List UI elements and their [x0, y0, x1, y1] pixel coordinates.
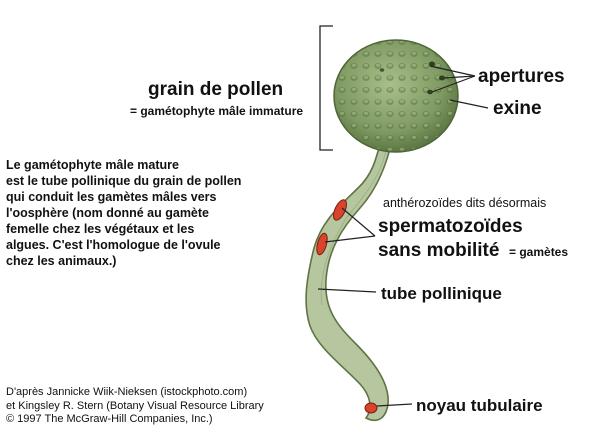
label-apertures: apertures [478, 66, 565, 87]
label-exine: exine [493, 98, 542, 119]
aperture-1 [429, 61, 435, 67]
description-text: Le gamétophyte mâle mature est le tube p… [6, 158, 242, 268]
label-tube-pollinique: tube pollinique [381, 284, 502, 303]
aperture-2 [439, 75, 445, 81]
label-antherozoides: anthérozoïdes dits désormais [383, 196, 547, 210]
grain-bracket [319, 25, 333, 151]
label-gametophyte-immature: = gamétophyte mâle immature [130, 104, 304, 118]
label-noyau-tubulaire: noyau tubulaire [416, 396, 543, 415]
label-sans-mobilite: sans mobilité [378, 240, 500, 261]
pollen-tube [305, 139, 393, 422]
label-spermatozoides: spermatozoïdes [378, 216, 523, 237]
sperm-cell-2 [316, 232, 328, 256]
aperture-3 [427, 89, 433, 95]
label-gametes: = gamètes [509, 245, 569, 259]
sperm-cell-1 [333, 199, 347, 221]
credit-text: D'après Jannicke Wiik-Nieksen (istockpho… [6, 386, 264, 425]
label-grain-de-pollen: grain de pollen [148, 79, 284, 100]
tube-nucleus [364, 402, 378, 414]
